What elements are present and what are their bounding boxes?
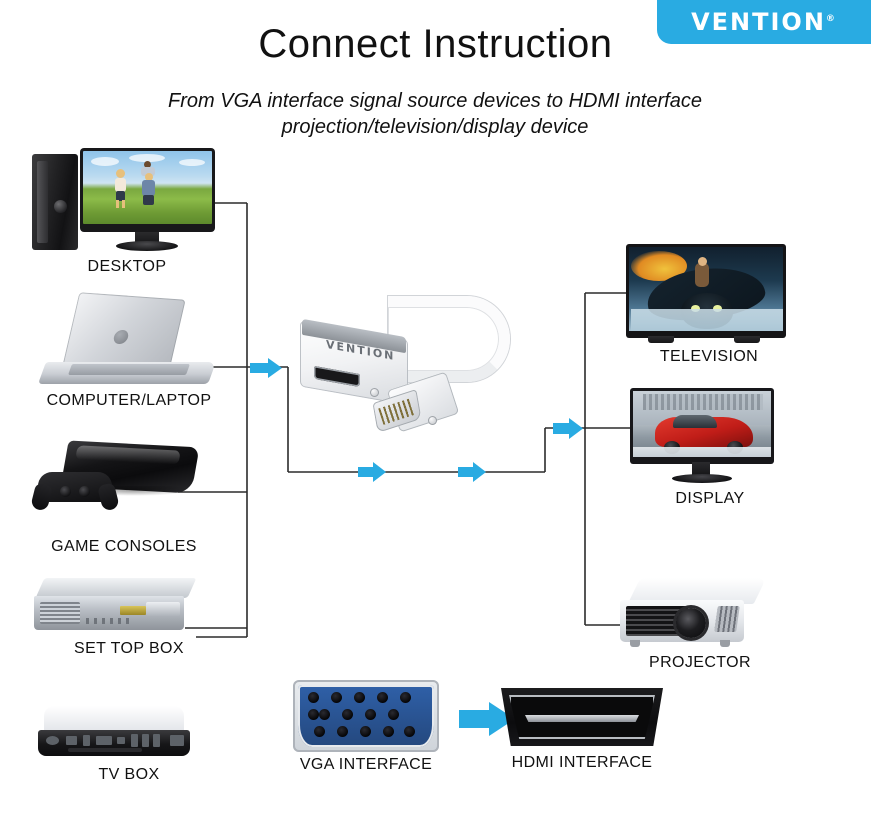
- interface-hdmi-label: HDMI INTERFACE: [511, 754, 653, 771]
- stb-top-surface: [35, 578, 197, 598]
- output-projector: PROJECTOR: [620, 578, 780, 672]
- source-laptop: COMPUTER/LAPTOP: [36, 292, 222, 410]
- subtitle-line-2: projection/television/display device: [281, 116, 589, 139]
- vga-to-hdmi-adapter: VENTION: [300, 288, 530, 468]
- output-display-label: DISPLAY: [675, 490, 745, 507]
- output-television: TELEVISION: [626, 244, 792, 366]
- hdmi-connector-icon: [501, 688, 663, 746]
- television-icon: [626, 244, 786, 338]
- brand-wordmark: VENTION®: [691, 8, 837, 36]
- flow-arrow-vga-to-hdmi: [459, 702, 515, 736]
- stb-buttons: [86, 618, 134, 624]
- display-screen-image: [633, 391, 771, 457]
- projector-lens-icon: [676, 608, 706, 638]
- adapter-illustration: VENTION: [300, 288, 530, 458]
- monitor-stand: [135, 232, 159, 242]
- source-game-consoles: GAME CONSOLES: [24, 440, 224, 556]
- vga-connector-face: [298, 685, 434, 747]
- flow-arrow-bottom-1: [358, 462, 386, 482]
- tv-box-rear-panel: [38, 730, 190, 756]
- game-console-illustration: [24, 440, 224, 534]
- tv-box-top: [44, 706, 184, 732]
- tv-box-illustration: [38, 706, 220, 762]
- interface-hdmi: HDMI INTERFACE: [501, 688, 663, 772]
- gamepad-icon: [30, 472, 120, 512]
- monitor-icon: [80, 148, 215, 232]
- source-game-consoles-label: GAME CONSOLES: [51, 538, 197, 555]
- stb-display: [120, 606, 146, 615]
- pc-logo-icon: [54, 200, 67, 213]
- pc-tower-icon: [32, 154, 78, 250]
- vga-interface-illustration: [293, 680, 439, 752]
- console-shadow: [78, 486, 190, 496]
- stb-disc-tray: [146, 602, 180, 616]
- output-television-label: TELEVISION: [659, 348, 759, 365]
- tv-box-slot: [68, 748, 142, 752]
- television-stand-left: [648, 336, 674, 343]
- monitor-base: [116, 241, 178, 251]
- television-stand-right: [734, 336, 760, 343]
- laptop-illustration: [36, 292, 222, 388]
- hdmi-interface-illustration: [501, 688, 663, 750]
- projector-foot-right: [720, 640, 730, 647]
- source-desktop-label: DESKTOP: [87, 258, 167, 275]
- projector-side-vent: [714, 606, 740, 632]
- television-illustration: [626, 244, 792, 344]
- output-display: DISPLAY: [630, 388, 790, 508]
- flow-arrow-to-outputs: [553, 418, 583, 439]
- display-illustration: [630, 388, 790, 486]
- source-tv-box: TV BOX: [38, 706, 220, 784]
- source-laptop-label: COMPUTER/LAPTOP: [46, 392, 212, 409]
- adapter-cable: [388, 296, 510, 382]
- vga-connector-icon: [293, 680, 439, 752]
- projector-illustration: [620, 578, 780, 650]
- hdmi-connector-face: [509, 695, 655, 739]
- laptop-keyboard: [67, 364, 191, 375]
- television-screen-image: [629, 247, 783, 331]
- set-top-box-illustration: [34, 578, 224, 636]
- vga-thumbscrew-right: [428, 416, 437, 425]
- vga-thumbscrew-left: [370, 388, 379, 397]
- flow-arrow-to-adapter: [250, 358, 282, 378]
- interface-vga: VGA INTERFACE: [293, 680, 439, 774]
- interface-vga-label: VGA INTERFACE: [299, 756, 433, 773]
- subtitle-line-1: From VGA interface signal source devices…: [168, 90, 702, 112]
- source-desktop: DESKTOP: [32, 148, 222, 276]
- source-set-top-box-label: SET TOP BOX: [74, 640, 184, 657]
- display-icon: [630, 388, 774, 464]
- display-base: [672, 474, 732, 483]
- display-neck: [692, 462, 710, 476]
- flow-arrow-bottom-2: [458, 462, 486, 482]
- source-set-top-box: SET TOP BOX: [34, 578, 224, 658]
- desktop-illustration: [32, 148, 222, 254]
- stb-vent: [40, 602, 80, 624]
- hdmi-tongue: [525, 715, 639, 722]
- registered-mark: ®: [825, 14, 837, 24]
- vention-logo-badge: VENTION®: [657, 0, 871, 44]
- page-subtitle: From VGA interface signal source devices…: [90, 88, 780, 141]
- page-title: Connect Instruction: [258, 22, 613, 66]
- projector-foot-left: [630, 640, 640, 647]
- monitor-screen-image: [83, 151, 212, 224]
- source-tv-box-label: TV BOX: [98, 766, 160, 783]
- output-projector-label: PROJECTOR: [649, 654, 751, 671]
